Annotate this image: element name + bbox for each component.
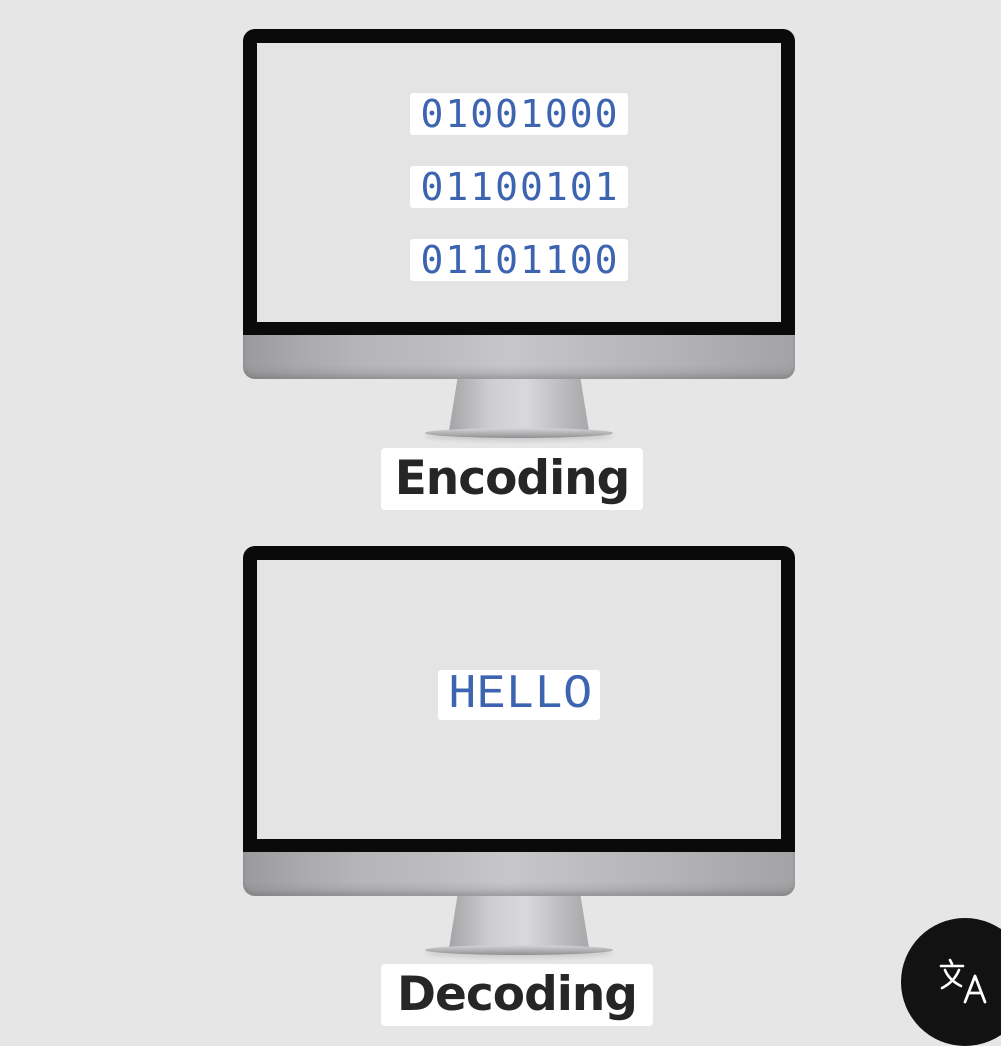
monitor-stand-base [425,945,613,955]
binary-code-list: 01001000 01100101 01101100 [257,93,781,281]
decoded-word: HELLO [437,670,601,720]
monitor-stand-neck [449,896,589,948]
monitor-screen: 01001000 01100101 01101100 [257,43,781,322]
monitor-bezel: 01001000 01100101 01101100 [243,29,795,335]
monitor-chin [243,335,795,379]
monitor-stand-base [425,428,613,438]
monitor-chin [243,852,795,896]
binary-line: 01101100 [410,239,628,281]
decoded-word-wrap: HELLO [257,670,781,720]
monitor-stand-neck [449,379,589,431]
translate-button[interactable] [901,918,1001,1046]
translate-icon [939,958,987,1004]
decoding-caption: Decoding [381,964,653,1026]
monitor-screen: HELLO [257,560,781,839]
encoding-caption: Encoding [381,448,643,510]
binary-line: 01100101 [410,166,628,208]
monitor-bezel: HELLO [243,546,795,852]
binary-line: 01001000 [410,93,628,135]
